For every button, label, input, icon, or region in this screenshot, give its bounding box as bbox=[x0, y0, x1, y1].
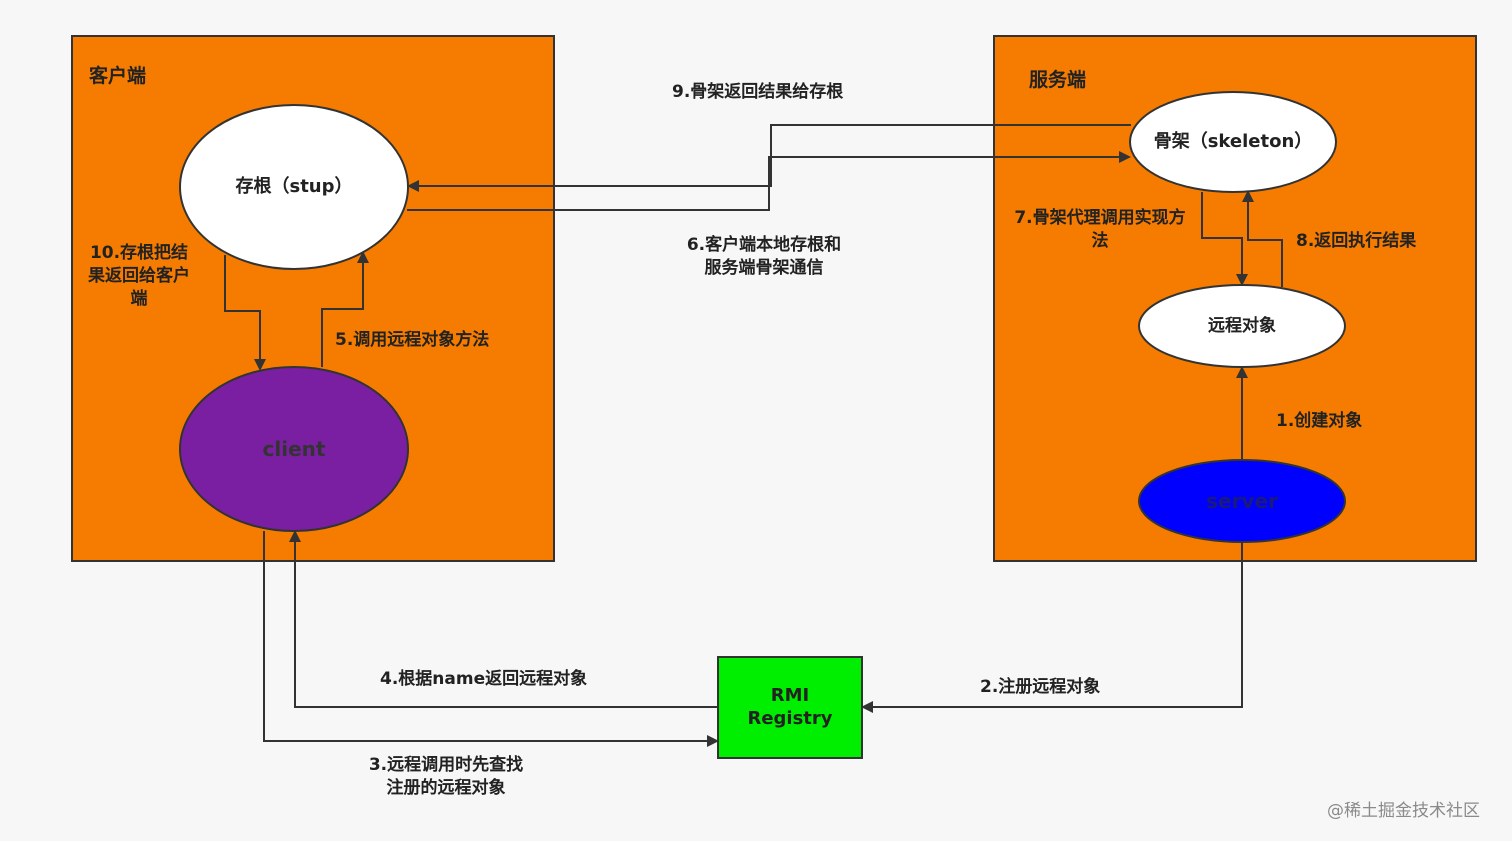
label-step8: 8.返回执行结果 bbox=[1296, 231, 1417, 251]
label-step7-line2: 法 bbox=[1091, 231, 1109, 251]
watermark: @稀土掘金技术社区 bbox=[1327, 801, 1480, 821]
client-label: client bbox=[262, 437, 326, 461]
arrow-step7 bbox=[1201, 192, 1248, 286]
arrow-step9 bbox=[407, 124, 1131, 192]
registry-label-line1: RMI bbox=[770, 685, 810, 706]
label-step1: 1.创建对象 bbox=[1276, 411, 1363, 431]
client-panel-title: 客户端 bbox=[89, 65, 147, 87]
label-step10-line2: 果返回给客户 bbox=[88, 266, 190, 286]
label-step10-line1: 10.存根把结 bbox=[89, 243, 189, 263]
label-step4: 4.根据name返回远程对象 bbox=[380, 669, 588, 689]
arrow-step5 bbox=[321, 251, 369, 367]
arrow-step3 bbox=[263, 531, 719, 747]
registry-label-line2: Registry bbox=[747, 708, 833, 729]
label-step7-line1: 7.骨架代理调用实现方 bbox=[1014, 208, 1186, 228]
skeleton-node bbox=[1129, 91, 1337, 193]
label-step6-line2: 服务端骨架通信 bbox=[704, 258, 824, 278]
server-label: server bbox=[1206, 489, 1278, 513]
label-step5: 5.调用远程对象方法 bbox=[335, 330, 490, 350]
stub-label: 存根（stup） bbox=[235, 176, 353, 197]
arrow-step8 bbox=[1242, 190, 1283, 287]
label-step9: 9.骨架返回结果给存根 bbox=[672, 82, 844, 102]
server-panel-title: 服务端 bbox=[1029, 69, 1087, 91]
label-step6-line1: 6.客户端本地存根和 bbox=[686, 235, 842, 255]
arrow-step2 bbox=[861, 542, 1243, 713]
label-step3-line2: 注册的远程对象 bbox=[386, 778, 506, 798]
remote-object-label: 远程对象 bbox=[1208, 316, 1276, 336]
arrow-step10 bbox=[224, 255, 266, 371]
arrow-step4 bbox=[289, 530, 718, 708]
arrow-step6 bbox=[407, 151, 1131, 211]
label-step3-line1: 3.远程调用时先查找 bbox=[368, 755, 524, 775]
label-step2: 2.注册远程对象 bbox=[980, 677, 1101, 697]
label-step10-line3: 端 bbox=[130, 289, 148, 309]
skeleton-label: 骨架（skeleton） bbox=[1153, 131, 1313, 152]
